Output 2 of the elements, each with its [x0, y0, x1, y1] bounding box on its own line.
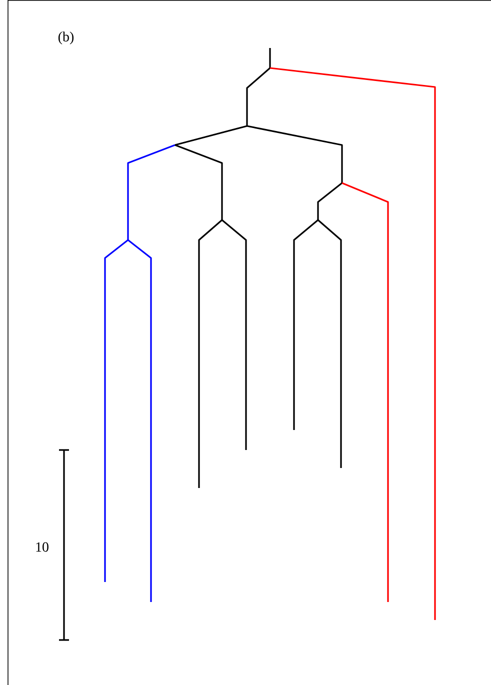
text-label: 10: [36, 542, 48, 552]
text-label: (b): [58, 32, 74, 44]
